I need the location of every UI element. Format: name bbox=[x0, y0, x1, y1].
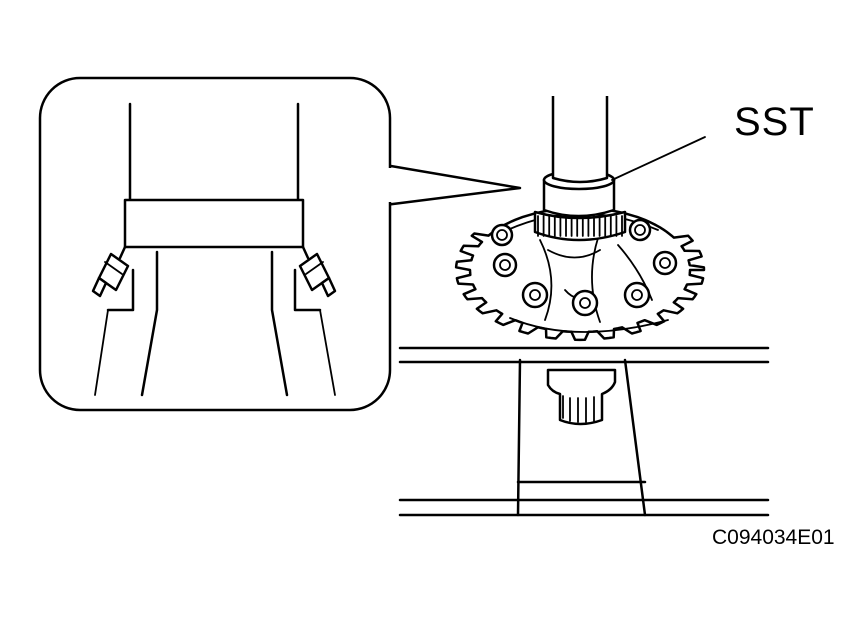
press-bed bbox=[398, 346, 770, 517]
side-bearing bbox=[533, 210, 627, 242]
bolt bbox=[628, 218, 652, 242]
press-shaft bbox=[551, 96, 609, 184]
left-jaw-bolt bbox=[91, 252, 130, 298]
bolt bbox=[490, 223, 514, 247]
bolt bbox=[652, 250, 678, 276]
figure-code: C094034E01 bbox=[712, 526, 835, 549]
bolt bbox=[623, 281, 651, 309]
lower-shaft bbox=[546, 368, 617, 426]
bolt bbox=[492, 252, 518, 278]
support-block bbox=[516, 358, 647, 517]
sst-label: SST bbox=[734, 100, 815, 144]
bolt bbox=[521, 281, 549, 309]
right-jaw-bolt bbox=[298, 252, 337, 298]
detail-callout bbox=[38, 76, 522, 412]
ring-gear-bolts bbox=[490, 218, 678, 317]
sst-leader-line bbox=[611, 136, 706, 181]
bolt bbox=[571, 289, 599, 317]
